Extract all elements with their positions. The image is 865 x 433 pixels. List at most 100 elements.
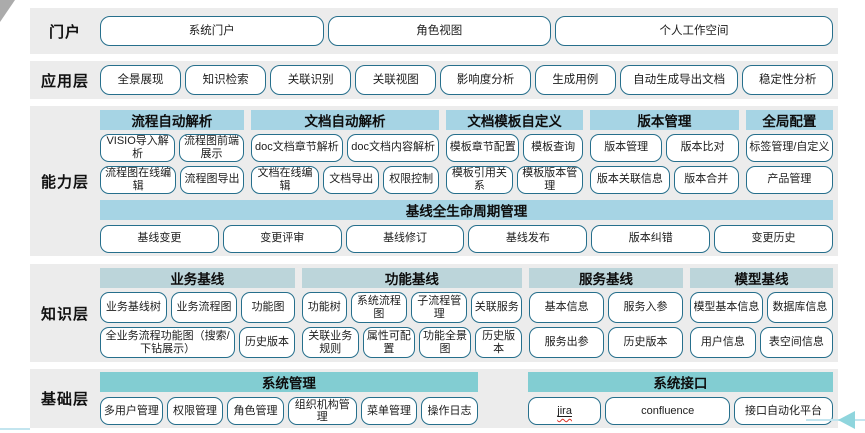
diagram-box: 服务出参: [529, 327, 605, 358]
diagram-box: 权限管理: [166, 397, 224, 425]
diagram-box: 标签管理/自定义: [745, 133, 833, 162]
diagram-box: 功能图: [241, 292, 295, 323]
diagram-box: 版本纠错: [591, 224, 711, 253]
bottom-accent-line: [0, 428, 30, 430]
group-row: 模板章节配置模板查询: [446, 133, 583, 162]
diagram-box: 角色管理: [227, 397, 284, 425]
diagram-box: 模板章节配置: [446, 133, 520, 162]
layer-label-application: 应用层: [40, 72, 89, 90]
group-header: 全局配置: [745, 109, 833, 130]
diagram-box: doc文档内容解析: [346, 133, 440, 162]
diagram-box: 生成用例: [534, 65, 616, 95]
layer-band-foundation: 基础层 系统管理多用户管理权限管理角色管理组织机构管理菜单管理操作日志 系统接口 j…: [30, 369, 838, 428]
diagram-box: 组织机构管理: [287, 397, 357, 425]
layer-band-knowledge: 知识层 业务基线业务基线树业务流程图功能图全业务流程功能图（搜索/下钻展示）历史…: [30, 264, 838, 362]
layer-bands: 门户 系统门户角色视图个人工作空间 应用层 全景展现知识检索关联识别关联视图影响…: [30, 8, 838, 428]
diagram-box: 关联视图: [355, 65, 437, 95]
diagram-box: 系统流程图: [350, 292, 408, 323]
diagram-box: 历史版本: [475, 327, 523, 358]
diagram-box: 稳定性分析: [742, 65, 833, 95]
diagram-box: 历史版本: [239, 327, 295, 358]
diagram-box: 操作日志: [421, 397, 478, 425]
connector-line: [806, 419, 865, 421]
foundation-groups-row: 系统管理多用户管理权限管理角色管理组织机构管理菜单管理操作日志 系统接口 jira c…: [100, 372, 833, 425]
group-header: 文档自动解析: [250, 109, 440, 130]
diagram-box: 影响度分析: [440, 65, 531, 95]
diagram-box: 基线发布: [468, 224, 588, 253]
diagram-box: 权限控制: [383, 165, 440, 194]
diagram-box: 关联服务: [471, 292, 523, 323]
diagram-box: 业务流程图: [170, 292, 238, 323]
knowledge-groups-row: 业务基线业务基线树业务流程图功能图全业务流程功能图（搜索/下钻展示）历史版本功能…: [100, 268, 834, 358]
knowledge-content: 业务基线业务基线树业务流程图功能图全业务流程功能图（搜索/下钻展示）历史版本功能…: [100, 268, 838, 358]
group-row: 多用户管理权限管理角色管理组织机构管理菜单管理操作日志: [100, 397, 478, 425]
group-header: 流程自动解析: [100, 109, 244, 130]
diagram-box: jira: [527, 397, 602, 425]
diagram-box: 数据库信息: [766, 292, 834, 323]
baseline-items-row: 基线变更变更评审基线修订基线发布版本纠错变更历史: [100, 224, 833, 253]
diagram-box: 版本关联信息: [590, 165, 670, 194]
group-row: 全业务流程功能图（搜索/下钻展示）历史版本: [100, 327, 295, 358]
group-row: VISIO导入解析流程图前端展示: [100, 133, 244, 162]
layer-label-foundation: 基础层: [40, 391, 89, 408]
application-items-row: 全景展现知识检索关联识别关联视图影响度分析生成用例自动生成导出文档稳定性分析: [100, 65, 838, 95]
diagram-box: 子流程管理: [411, 292, 468, 323]
diagram-box: 版本合并: [673, 165, 739, 194]
diagram-box: confluence: [605, 397, 730, 425]
diagram-box: 关联识别: [270, 65, 352, 95]
corner-fold-decoration: [0, 0, 15, 22]
diagram-box: 知识检索: [185, 65, 267, 95]
diagram-box: 全业务流程功能图（搜索/下钻展示）: [100, 327, 236, 358]
diagram-group: 业务基线业务基线树业务流程图功能图全业务流程功能图（搜索/下钻展示）历史版本: [100, 268, 295, 358]
group-row: 业务基线树业务流程图功能图: [100, 292, 295, 323]
diagram-box: 系统门户: [100, 16, 324, 46]
layer-band-application: 应用层 全景展现知识检索关联识别关联视图影响度分析生成用例自动生成导出文档稳定性…: [30, 61, 838, 99]
diagram-box: VISIO导入解析: [100, 133, 176, 162]
diagram-box: 菜单管理: [360, 397, 418, 425]
diagram-group: 全局配置标签管理/自定义产品管理: [745, 109, 833, 194]
diagram-box: 接口自动化平台: [733, 397, 833, 425]
diagram-box: 模板查询: [523, 133, 583, 162]
group-row: 版本关联信息版本合并: [590, 165, 739, 194]
group-row: 服务出参历史版本: [529, 327, 684, 358]
diagram-box: 变更历史: [714, 224, 833, 253]
group-row: 标签管理/自定义: [745, 133, 833, 162]
diagram-box: 功能树: [301, 292, 347, 323]
layer-label-capability: 能力层: [40, 173, 89, 191]
diagram-group: 文档模板自定义模板章节配置模板查询模板引用关系模板版本管理: [446, 109, 584, 194]
group-header: 文档模板自定义: [446, 109, 583, 130]
diagram-box: 版本比对: [666, 133, 739, 162]
diagram-box: 流程图在线编辑: [100, 165, 177, 194]
diagram-box: doc文档章节解析: [250, 133, 343, 162]
diagram-box: 模型基本信息: [690, 292, 763, 323]
group-header: 服务基线: [529, 268, 684, 288]
diagram-box: 多用户管理: [100, 397, 163, 425]
diagram-box: 个人工作空间: [555, 16, 833, 46]
diagram-box: 基线修订: [345, 224, 465, 253]
group-row: 版本管理版本比对: [590, 133, 739, 162]
diagram-box: 流程图前端展示: [179, 133, 244, 162]
misspelled-text: jira: [557, 404, 572, 417]
group-row: 流程图在线编辑流程图导出: [100, 165, 244, 194]
group-header: 系统接口: [527, 372, 833, 392]
group-row: 基本信息服务入参: [529, 292, 684, 323]
diagram-box: 历史版本: [608, 327, 684, 358]
left-arrow-icon: [838, 411, 855, 429]
group-header: 功能基线: [301, 268, 523, 288]
group-row: 产品管理: [745, 165, 833, 194]
diagram-group: 功能基线功能树系统流程图子流程管理关联服务关联业务规则属性可配置功能全景图历史版…: [301, 268, 523, 358]
layer-label-knowledge: 知识层: [40, 305, 89, 323]
baseline-lifecycle-header: 基线全生命周期管理: [100, 199, 833, 220]
diagram-box: 文档在线编辑: [250, 165, 320, 194]
diagram-box: 基本信息: [529, 292, 605, 323]
diagram-box: 变更评审: [222, 224, 342, 253]
underlined-text: jira: [557, 405, 572, 417]
diagram-box: 文档导出: [323, 165, 380, 194]
diagram-group: 系统管理多用户管理权限管理角色管理组织机构管理菜单管理操作日志: [100, 372, 478, 425]
